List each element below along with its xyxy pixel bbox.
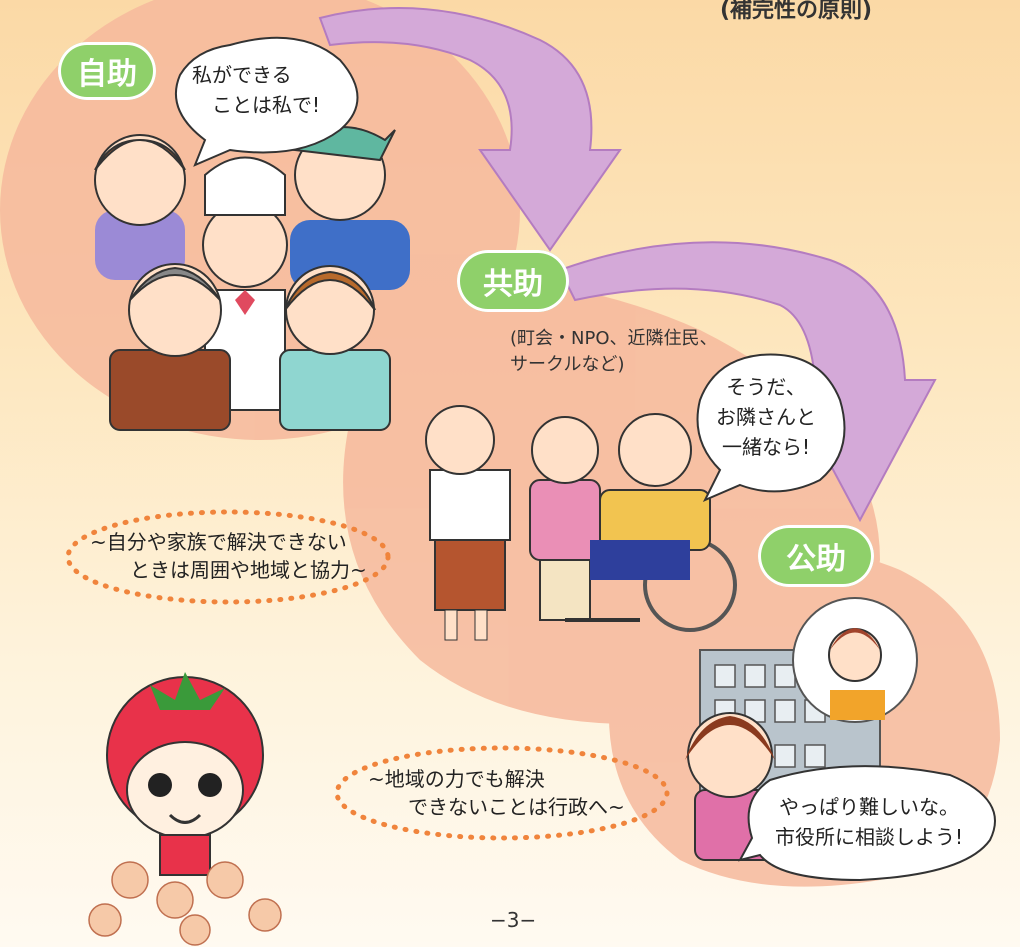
caption-to-government: ~地域の力でも解決 できないことは行政へ~	[368, 765, 625, 821]
mutual-speech-line2: お隣さんと	[716, 405, 816, 429]
person-elderly-woman	[529, 416, 601, 621]
flowers-decoration	[88, 861, 282, 946]
self-speech-line2: ことは私で!	[212, 93, 321, 117]
public-illustration	[685, 597, 918, 861]
person-young-woman	[425, 405, 511, 641]
speech-bubble-shapes	[174, 36, 996, 882]
speech-bubble-mutual	[696, 353, 846, 502]
public-help-label: 公助	[758, 525, 874, 587]
mutual-help-label: 共助	[457, 250, 569, 312]
tomato-mascot-icon	[106, 672, 264, 876]
speech-bubble-self	[174, 36, 359, 167]
caption-cooperate: ~自分や家族で解決できない ときは周囲や地域と協力~	[90, 528, 367, 584]
mutual-note-line1: (町会・NPO、近隣住民、	[510, 328, 718, 349]
public-speech-text: やっぱり難しいな。 市役所に相談しよう!	[775, 792, 963, 852]
caption-government-line2: できないことは行政へ~	[408, 795, 625, 819]
public-speech-line1: やっぱり難しいな。	[779, 795, 960, 819]
person-older-man	[109, 263, 231, 431]
arrow-self-to-mutual	[318, 6, 622, 252]
mutual-note-text: (町会・NPO、近隣住民、 サークルなど)	[510, 326, 718, 378]
mutual-speech-text: そうだ、 お隣さんと 一緒なら!	[716, 372, 816, 462]
person-elderly-man-wheelchair	[565, 413, 737, 632]
dotted-caption-outlines	[65, 509, 670, 841]
public-speech-line2: 市役所に相談しよう!	[775, 825, 964, 849]
speech-bubble-public	[738, 765, 996, 882]
principle-label: (補完性の原則)	[720, 0, 873, 23]
self-group-illustration	[94, 126, 410, 431]
mutual-group-illustration	[425, 405, 737, 641]
caption-government-line1: ~地域の力でも解決	[368, 767, 545, 791]
self-speech-line1: 私ができる	[192, 63, 292, 87]
self-help-label: 自助	[58, 42, 156, 100]
self-speech-text: 私ができる ことは私で!	[192, 60, 320, 120]
person-woman-right	[279, 265, 391, 431]
page-number: −3−	[490, 908, 537, 932]
caption-cooperate-line2: ときは周囲や地域と協力~	[130, 558, 367, 582]
mutual-speech-line1: そうだ、	[726, 375, 806, 399]
mutual-speech-line3: 一緒なら!	[721, 435, 811, 459]
caption-cooperate-line1: ~自分や家族で解決できない	[90, 530, 347, 554]
person-woman-left	[94, 134, 186, 280]
mutual-note-line2: サークルなど)	[510, 354, 625, 375]
officer-portrait	[792, 597, 918, 723]
